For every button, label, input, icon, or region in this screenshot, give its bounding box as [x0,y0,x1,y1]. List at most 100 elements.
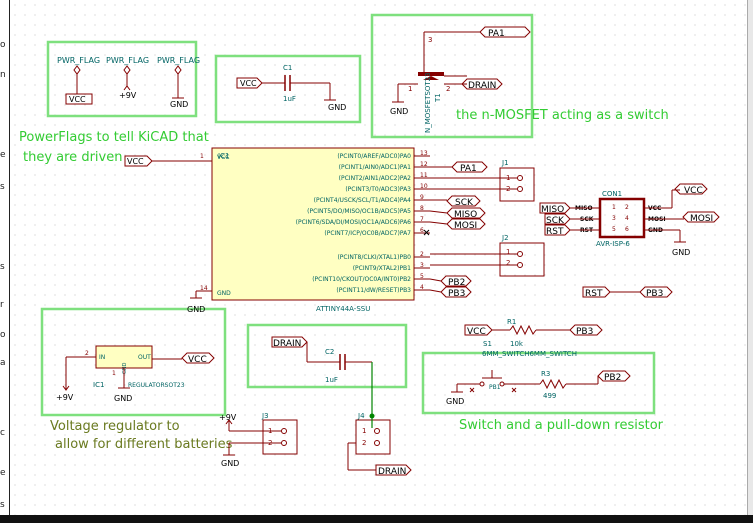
voltage-regulator[interactable]: IN OUT GND 2 1 +9V GND VCC IC1 REGULATOR… [56,345,215,403]
mcu-pin-name: (PCINT1/AIN0/ADC1)PA1 [339,164,412,171]
wire [429,210,448,214]
mcu-pin-number: 3 [420,262,424,269]
left-tick: s [0,500,5,510]
reg-vcc: VCC [188,355,207,365]
left-tick: o [0,40,6,50]
reg-gnd: GND [114,394,132,403]
r1-ref: R1 [507,318,516,326]
vertical-scrollbar[interactable] [747,0,753,515]
annotation-regulator: Voltage regulator to [50,419,180,434]
c1-vcc-label: VCC [240,79,257,88]
j4-p1: 1 [362,427,366,435]
j4-p2: 2 [362,439,366,447]
mcu-pin-name: (PCINT11/dW/RESET)PB3 [336,287,411,294]
mcu-attiny44a[interactable]: VCC VCC 1 IC1 GND GND 14 ATTINY44A-SSU (… [124,147,488,314]
net-pb2: PB2 [448,278,465,288]
net-mosi: MOSI [454,221,477,231]
mcu-pin-number: 4 [420,284,424,291]
group-box-c2 [246,323,408,389]
reg-out-pin: OUT [138,354,151,361]
annotation-mosfet: the n-MOSFET acting as a switch [456,108,669,123]
mcu-pin-name: (PCINT0/AREF/ADC0)PA0 [337,153,411,160]
annotation-switch: Switch and a pull-down resistor [459,418,664,433]
net-miso: MISO [454,210,477,220]
mcu-gnd-net: GND [187,305,205,314]
vcc-box [65,93,93,105]
mcu-vcc-net: VCC [127,157,144,166]
reg-9v: +9V [56,393,74,402]
j1-ref: J1 [501,159,509,167]
pwr-9v-text: +9V [119,91,137,100]
s1-ref: S1 [483,340,492,348]
pwr-gnd-text: GND [170,100,188,109]
switch-gnd: GND [446,397,464,406]
switch-pb2-net: PB2 [604,373,621,383]
annotation-regulator-2: allow for different batteries [55,437,233,452]
pwr-flag-1-label: PWR_FLAG [57,56,100,65]
connector-j2[interactable]: J2 1 2 [430,234,545,277]
con1-mosi-net: MOSI [690,214,713,224]
mcu-vcc-pin-num: 1 [200,153,204,160]
reg-n2: 1 [112,370,116,377]
connector-j3[interactable]: J3 1 2 +9V GND [219,412,298,468]
mosfet-pin2: 2 [446,85,450,93]
con1-rst-net: RST [546,227,564,237]
capacitor-c1[interactable]: VCC C1 1uF GND [236,64,346,112]
switch-ref: PB1 [489,384,501,391]
mosfet-ref: T1 [434,93,442,103]
annotation-powerflags-2: they are driven [23,150,122,165]
pwr-flag-3-label: PWR_FLAG [157,56,200,65]
mosfet-pa1-label: PA1 [488,29,505,39]
j3-gnd: GND [221,459,239,468]
connector-j1[interactable]: J1 1 2 [487,159,535,202]
mosfet-t1[interactable]: PA1 DRAIN GND 1 2 3 N_MOSFETSOT23 T1 [390,26,531,133]
resistor-r1[interactable]: VCC PB3 R1 10k S1 6MM_SWITCH6MM_SWITCH [464,318,603,358]
j3-9v: +9V [219,413,237,422]
reg-gnd-pin: GND [122,362,128,374]
mcu-pin-name: (PCINT9/XTAL2)PB1 [353,265,411,272]
j2-ref: J2 [501,234,509,242]
con1-value: AVR-ISP-6 [596,240,630,248]
reg-value: REGULATORSOT23 [128,382,185,389]
mcu-pin-name: (PCINT3/T0/ADC3)PA3 [345,186,411,193]
j4-drain-net: DRAIN [378,467,406,477]
c2-drain-net: DRAIN [273,339,301,349]
power-flags: PWR_FLAG PWR_FLAG PWR_FLAG VCC +9V GND [57,56,200,109]
group-boxes [40,13,656,417]
reg-in-pin: IN [99,354,105,361]
mcu-pin-name: (PCINT6/SDA/DI/MOSI/OC1A/ADC6)PA6 [296,219,412,226]
c2-ref: C2 [325,348,334,356]
mcu-pin-number: 10 [420,183,428,190]
connector-j4[interactable]: J4 1 2 DRAIN [347,412,412,477]
j2-p2: 2 [506,259,510,267]
mcu-pin-number: 2 [420,251,424,258]
switch-pb1[interactable]: GND PB1 PB2 R3 499 [446,370,631,406]
mcu-pin-number: 13 [420,150,428,157]
mcu-pin-number: 7 [420,216,424,223]
mcu-pin-number: 6 [420,227,424,234]
mcu-pin-name: (PCINT7/ICP/OC0B/ADC7)PA7 [324,230,411,237]
mosfet-value: N_MOSFETSOT23 [424,72,432,133]
mcu-gnd-pin-num: 14 [200,285,208,292]
no-connect-mark [423,229,430,236]
j3-ref: J3 [261,412,269,420]
mosfet-pin3: 3 [428,36,432,44]
mcu-pin-name: (PCINT10/CKOUT/OC0A/INT0)PB2 [312,276,411,283]
con1-sck-net: SCK [546,216,565,226]
connector-con1[interactable]: CON1 1 2 3 4 5 6 MISO SCK RST VCC MOSI G… [539,183,720,257]
rst-net: RST [585,289,603,299]
left-tick: n [0,70,6,80]
mcu-vcc-pin-name: VCC [217,154,229,161]
net-pb3: PB3 [448,289,465,299]
rst-pb3-link: RST PB3 [582,286,673,299]
left-tick: e [0,468,6,478]
capacitor-c2[interactable]: DRAIN C2 1uF [271,336,375,419]
con1-vcc-net: VCC [684,186,703,196]
j2-p1: 1 [506,248,510,256]
mcu-pin-number: 12 [420,161,428,168]
left-tick: c [0,428,5,438]
wire [429,278,442,282]
r1-value: 10k [510,340,524,348]
group-box-mosfet [370,13,534,139]
